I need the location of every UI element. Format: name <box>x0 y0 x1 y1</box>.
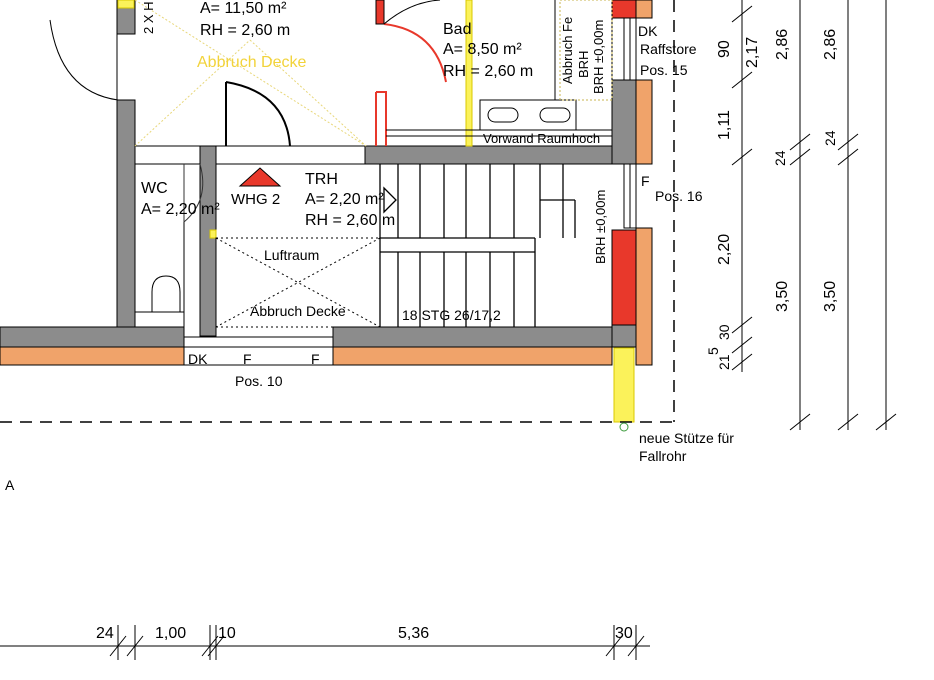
demolition-door-outline <box>375 91 387 146</box>
abbruch-decke-label: Abbruch Decke <box>250 303 346 319</box>
dim-h-24: 24 <box>96 625 114 642</box>
stuetze-label-1: neue Stütze für <box>639 430 734 446</box>
vorwand-label: Vorwand Raumhoch <box>483 131 601 146</box>
stairs <box>379 164 576 327</box>
pos10-label: Pos. 10 <box>235 373 283 389</box>
abbruch-decke-top-label: Abbruch Decke <box>197 54 307 71</box>
side-note: 2 X H <box>141 1 156 34</box>
wall-horizontal-mid <box>364 145 613 165</box>
new-stub-wc <box>209 229 217 239</box>
wall-left-mid <box>116 99 136 328</box>
luftraum-area <box>215 237 381 328</box>
raffstore-label: Raffstore <box>640 41 697 57</box>
room-area-wc: A= 2,20 m² <box>141 201 220 218</box>
demolition-top-left <box>375 0 385 25</box>
door-arc-left <box>49 19 119 101</box>
door-top-arc <box>383 0 441 25</box>
window-frames <box>623 17 637 229</box>
dim-220: 2,20 <box>716 233 733 265</box>
whg-triangle-icon <box>238 167 282 187</box>
f-label-bottom-1: F <box>243 351 252 367</box>
demolition-door-arc <box>383 23 447 83</box>
whg-label: WHG 2 <box>231 191 281 208</box>
stairs-label: 18 STG 26/17,2 <box>402 307 501 323</box>
dim-111: 1,11 <box>716 110 733 140</box>
room-name-trh: TRH <box>305 171 338 188</box>
abbruch-fe-label: Abbruch Fe <box>560 16 575 84</box>
section-a-label: A <box>5 477 15 493</box>
dim-350b: 3,50 <box>822 280 839 312</box>
wall-bottom-left <box>0 326 185 348</box>
stuetze-label-2: Fallrohr <box>639 448 687 464</box>
room-rh-bad: RH = 2,60 m <box>443 63 534 80</box>
doors <box>49 0 441 223</box>
dim-h-536: 5,36 <box>398 625 430 642</box>
new-elements <box>117 0 635 423</box>
insulation-bottom-left <box>0 346 185 366</box>
dimension-lines-horizontal <box>0 625 650 660</box>
room-rh-top: RH = 2,60 m <box>200 22 291 39</box>
luftraum-label: Luftraum <box>264 247 320 263</box>
dim-30: 30 <box>716 324 732 340</box>
brh-zero-label-mid: BRH ±0,00m <box>593 189 608 264</box>
insulation-right-3 <box>635 227 653 366</box>
door-whg-arc <box>225 81 291 147</box>
dim-286a: 2,86 <box>774 28 791 60</box>
dim-350a: 3,50 <box>774 280 791 312</box>
stair-arrow-icon <box>383 186 397 214</box>
dim-217: 2,17 <box>744 36 761 68</box>
demolition-right-top <box>611 0 637 19</box>
insulation-right-1 <box>635 0 653 19</box>
pos15-label: Pos. 15 <box>640 62 688 78</box>
room-area-bad: A= 8,50 m² <box>443 41 522 58</box>
dim-24a: 24 <box>772 150 788 166</box>
room-area-top: A= 11,50 m² <box>200 0 287 17</box>
dk-label-bottom: DK <box>188 351 208 367</box>
brh-zero-label-top: BRH ±0,00m <box>591 19 606 94</box>
wall-small-stub <box>199 145 217 337</box>
new-wall-bad <box>465 0 473 147</box>
wall-bottom-right <box>332 326 637 348</box>
abbruch-area-top <box>134 0 367 147</box>
boundary-dashed <box>0 0 675 423</box>
washbasins <box>479 99 577 131</box>
dim-h-30: 30 <box>615 625 633 642</box>
abbruch-fe-area <box>559 0 613 101</box>
dim-21: 21 <box>716 354 732 370</box>
f-label-bottom-2: F <box>311 351 320 367</box>
f-label-right: F <box>641 173 650 189</box>
new-top-marker <box>117 0 135 9</box>
brh-label: BRH <box>576 50 591 78</box>
room-area-trh: A= 2,20 m² <box>305 191 384 208</box>
stuetze-marker <box>619 422 629 432</box>
toilet-fixture <box>151 275 181 313</box>
wall-right-mid <box>611 79 637 165</box>
dk-label-top: DK <box>638 23 658 39</box>
dim-h-10: 10 <box>218 625 236 642</box>
pos16-label: Pos. 16 <box>655 188 703 204</box>
insulation <box>0 0 653 366</box>
wall-right-jamb <box>611 324 637 348</box>
dimension-lines-vertical <box>731 0 897 431</box>
insulation-bottom-right <box>332 346 613 366</box>
room-name-wc: WC <box>141 180 168 197</box>
room-name-bad: Bad <box>443 21 472 38</box>
new-column <box>613 347 635 423</box>
insulation-right-2 <box>635 79 653 165</box>
door-wc-arc <box>183 163 204 223</box>
demolition-right-low <box>611 229 637 326</box>
room-rh-trh: RH = 2,60 m <box>305 212 396 229</box>
dim-90: 90 <box>716 40 733 58</box>
dim-h-100: 1,00 <box>155 625 187 642</box>
dim-286b: 2,86 <box>822 28 839 60</box>
dim-24b: 24 <box>822 130 838 146</box>
